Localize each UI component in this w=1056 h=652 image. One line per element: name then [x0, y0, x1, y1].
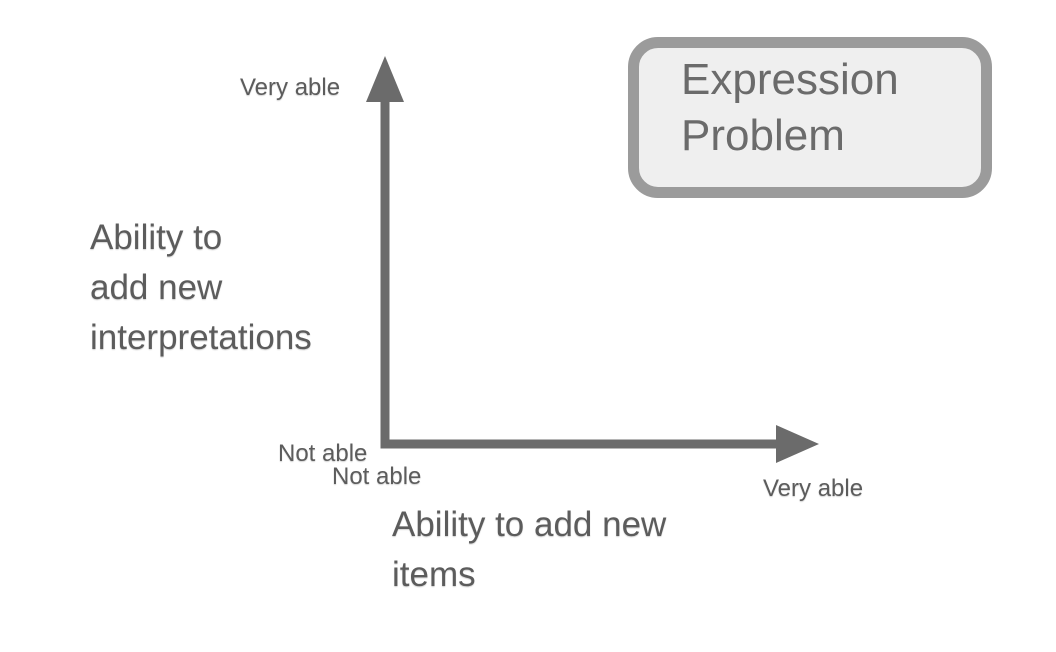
y-axis-title-line: add new: [90, 268, 223, 307]
x-axis-title: Ability to add new items: [392, 500, 666, 600]
expression-problem-callout: Expression Problem: [628, 37, 992, 198]
callout-title-line: Problem: [681, 111, 845, 160]
y-axis-title-line: interpretations: [90, 318, 312, 357]
x-axis-title-line: items: [392, 555, 476, 594]
y-axis-min-label: Not able: [278, 440, 368, 467]
callout-title: Expression Problem: [639, 48, 981, 164]
y-axis-title: Ability to add new interpretations: [90, 213, 312, 363]
y-axis-arrowhead-icon: [366, 56, 404, 102]
x-axis-min-label: Not able: [332, 463, 422, 490]
callout-title-line: Expression: [681, 55, 899, 104]
x-axis-arrowhead-icon: [776, 425, 819, 463]
y-axis-max-label: Very able: [240, 74, 341, 101]
x-axis-title-line: Ability to add new: [392, 505, 667, 544]
x-axis-max-label: Very able: [763, 475, 864, 502]
y-axis-title-line: Ability to: [90, 218, 223, 257]
